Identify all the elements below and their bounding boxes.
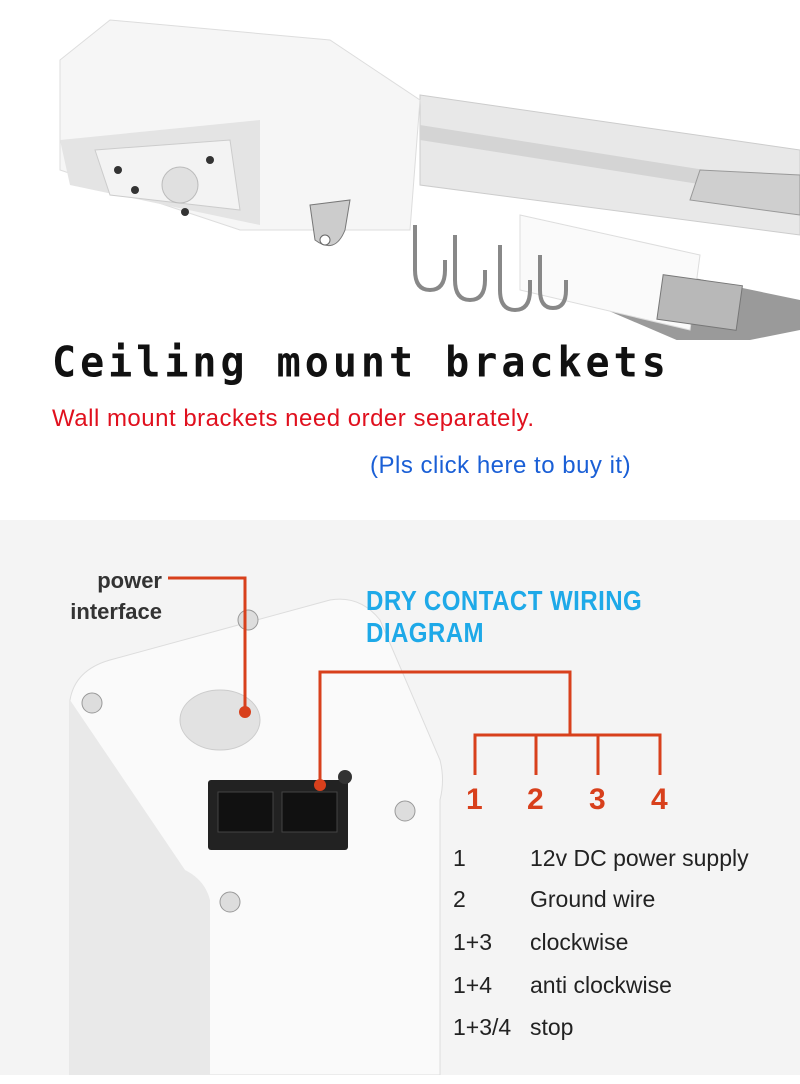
legend-key: 1	[453, 845, 466, 871]
legend-key: 1+3	[453, 929, 493, 955]
pin-1: 1	[466, 783, 483, 816]
curtain-rail-photo	[59, 19, 800, 340]
buy-link[interactable]: (Pls click here to buy it)	[370, 452, 632, 479]
pin-3: 3	[589, 783, 606, 816]
legend-key: 2	[453, 886, 466, 912]
ceiling-bracket-section	[0, 0, 800, 520]
motor-photo	[69, 576, 662, 1075]
separate-order-note: Wall mount brackets need order separatel…	[52, 405, 535, 432]
legend-desc: 12v DC power supply	[530, 845, 749, 871]
legend-desc: anti clockwise	[530, 972, 672, 998]
power-label-line2: interface	[70, 599, 162, 624]
legend-desc: stop	[530, 1014, 574, 1040]
legend-desc: Ground wire	[530, 886, 656, 912]
legend-desc: clockwise	[530, 929, 629, 955]
pin-4: 4	[651, 783, 668, 816]
pin-2: 2	[527, 783, 544, 816]
power-interface-label: power interface	[58, 565, 162, 627]
legend-key: 1+3/4	[453, 1014, 512, 1040]
heading: Ceiling mount brackets	[52, 338, 670, 388]
power-label-line1: power	[97, 568, 162, 593]
diagram-title: DRY CONTACT WIRING DIAGRAM	[366, 585, 643, 648]
legend-key: 1+4	[453, 972, 493, 998]
